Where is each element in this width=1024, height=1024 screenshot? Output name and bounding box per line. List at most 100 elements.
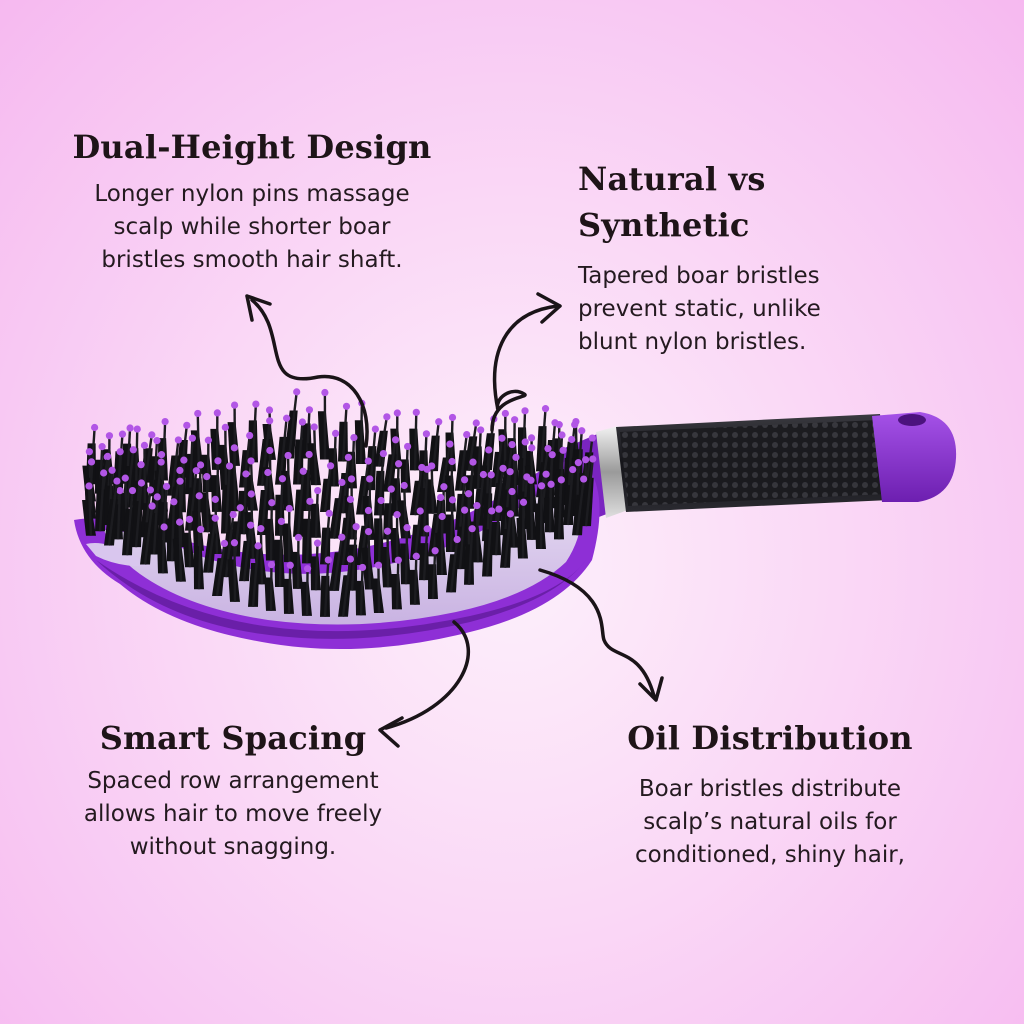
pin-tip — [133, 425, 141, 433]
pin-tip — [305, 406, 314, 414]
pin-tip — [461, 506, 469, 514]
description-line: Longer nylon pins massage — [94, 181, 410, 207]
nylon-pin — [224, 514, 235, 578]
pin-tip — [113, 477, 121, 485]
pin-tip — [448, 496, 457, 504]
nylon-pin — [170, 439, 180, 496]
description-line: Tapered boar bristles — [578, 263, 820, 289]
pin-tip — [313, 539, 322, 547]
pin-tip — [285, 504, 293, 513]
callout-title: Natural vs Synthetic — [578, 156, 998, 248]
pin-tip — [377, 496, 385, 505]
pin-tip — [188, 434, 196, 442]
nylon-pin — [431, 497, 442, 557]
nylon-pin — [458, 510, 466, 570]
pin-tip — [393, 511, 401, 519]
pin-tip — [197, 525, 205, 533]
pin-tip — [85, 448, 93, 456]
nylon-pin — [467, 528, 474, 585]
nylon-pin — [260, 472, 270, 536]
pin-tip — [400, 481, 408, 490]
pin-tip — [299, 467, 307, 475]
pin-tip — [364, 506, 373, 515]
pin-tip — [508, 487, 516, 496]
pin-tip — [460, 476, 469, 484]
pin-tip — [528, 444, 536, 452]
pin-tip — [176, 477, 184, 485]
nylon-pin — [341, 499, 352, 566]
nylon-pin — [395, 463, 400, 516]
pin-tip — [582, 456, 590, 464]
pin-tip — [506, 510, 514, 518]
pin-tip — [574, 459, 582, 467]
nylon-pin — [143, 505, 154, 565]
nylon-pin — [224, 465, 231, 534]
pin-tip — [247, 521, 255, 529]
pin-tip — [423, 525, 431, 533]
nylon-pin — [178, 522, 183, 582]
pin-tip — [264, 468, 272, 477]
nylon-pin — [215, 543, 226, 597]
nylon-pin — [116, 490, 122, 540]
pin-tip — [266, 417, 274, 425]
nylon-pin — [422, 528, 429, 581]
pin-tip — [527, 434, 536, 442]
nylon-pin — [449, 539, 459, 593]
nylon-pin — [431, 550, 437, 600]
pin-tip — [180, 456, 188, 464]
pin-tip — [87, 458, 96, 466]
pin-tip — [257, 525, 265, 533]
pin-tip — [338, 533, 346, 541]
pin-tip — [394, 460, 403, 468]
handle-end-cap — [872, 412, 957, 502]
pin-tip — [284, 451, 292, 460]
nylon-pin — [422, 469, 429, 537]
nylon-pin — [296, 421, 304, 485]
pin-tip — [221, 423, 229, 431]
nylon-pin — [260, 420, 271, 486]
pin-tip — [438, 512, 446, 521]
pin-tip — [346, 495, 355, 504]
pin-tip — [100, 469, 108, 477]
pin-tip — [211, 514, 219, 522]
pin-tip — [393, 409, 401, 417]
pin-tip — [116, 448, 124, 456]
title-line: Synthetic — [578, 206, 750, 244]
pin-tip — [153, 437, 161, 445]
pin-tip — [412, 408, 420, 416]
pin-tip — [192, 467, 200, 475]
pin-tip — [306, 497, 314, 505]
pin-tip — [568, 435, 576, 444]
pin-tip — [379, 450, 387, 458]
nylon-pin — [566, 469, 574, 526]
pin-tip — [498, 434, 506, 442]
nylon-pin — [242, 525, 252, 582]
arrow-dual-height — [245, 294, 369, 448]
pin-tip — [558, 431, 566, 439]
pin-tip — [477, 426, 485, 434]
pin-tip — [383, 527, 392, 535]
pin-tip — [416, 507, 424, 515]
nylon-pin — [359, 567, 364, 616]
pin-tip — [512, 453, 520, 461]
callout-description: Tapered boar bristles prevent static, un… — [578, 260, 998, 359]
nylon-pin — [510, 491, 516, 548]
pin-tip — [394, 556, 402, 564]
nylon-pin — [305, 568, 309, 616]
nylon-pin — [161, 526, 166, 574]
pin-tip — [129, 446, 137, 454]
pin-tip — [473, 501, 481, 510]
nylon-pin — [367, 531, 372, 590]
nylon-pin — [584, 458, 594, 527]
pin-tip — [344, 453, 352, 461]
nylon-pin — [332, 433, 337, 487]
pin-tip — [391, 436, 400, 444]
arrow-oil-distribution — [538, 568, 664, 702]
nylon-pin — [332, 482, 344, 539]
nylon-pin — [404, 527, 409, 585]
nylon-pin — [377, 453, 385, 516]
pin-tip — [85, 482, 93, 490]
nylon-pin — [521, 502, 525, 559]
pin-tip — [501, 409, 509, 418]
pin-tip — [176, 518, 184, 526]
